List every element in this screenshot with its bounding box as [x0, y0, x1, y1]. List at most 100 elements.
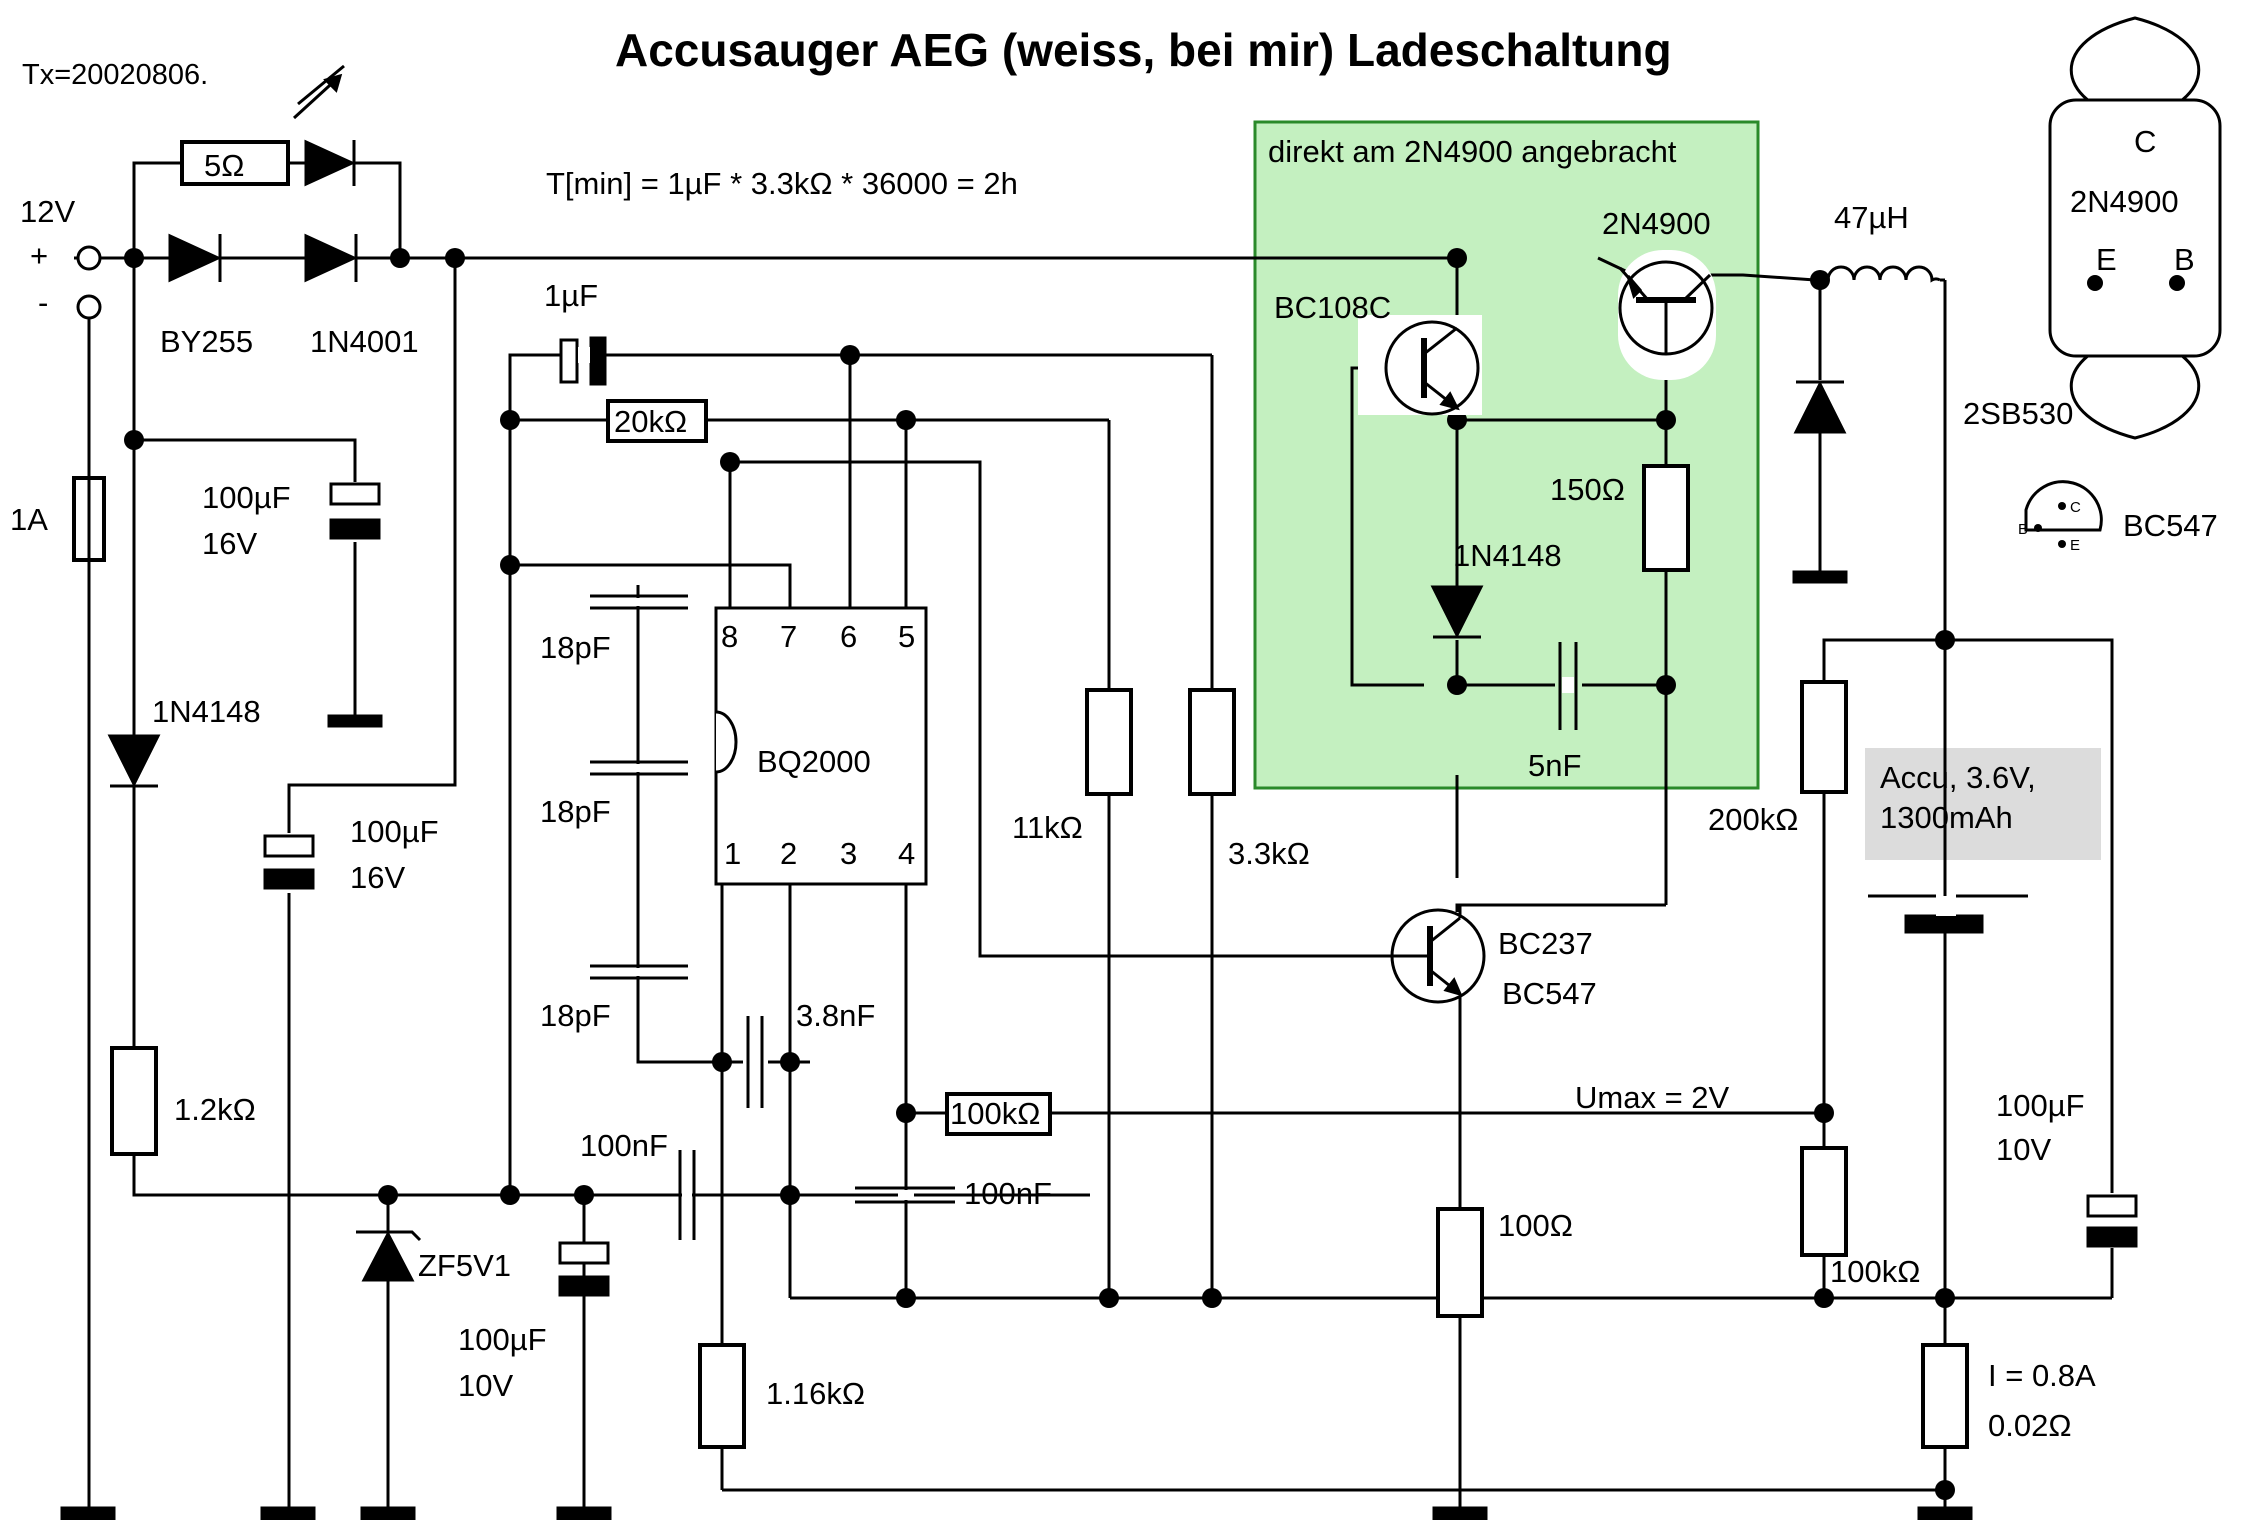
pinout-2n4900-c: C [2134, 124, 2156, 159]
label-r1k16: 1.16kΩ [766, 1376, 865, 1411]
highlight-caption: direkt am 2N4900 angebracht [1268, 134, 1677, 169]
resistor-100k-horizontal [945, 1092, 1052, 1136]
diode-1n4148-left [107, 734, 161, 788]
diagram-title: Accusauger AEG (weiss, bei mir) Ladescha… [615, 24, 1672, 76]
resistor-150 [1642, 464, 1690, 572]
label-r150: 150Ω [1550, 472, 1625, 507]
label-c100n-1: 100nF [580, 1128, 668, 1163]
ground-symbols [60, 570, 1973, 1520]
resistor-3k3 [1188, 688, 1236, 796]
transistor-bc237 [1386, 905, 1486, 1004]
label-c100u-d: 100µF [1996, 1088, 2085, 1123]
label-fuse: 1A [10, 502, 48, 537]
resistor-100 [1436, 1207, 1484, 1318]
pinout-bc547-b: B [2018, 521, 2028, 538]
capacitor-18pf-1 [590, 594, 688, 610]
label-r5: 5Ω [204, 148, 244, 183]
capacitors [263, 336, 2138, 1297]
capacitor-1uf [559, 338, 579, 384]
label-c100n-2: 100nF [964, 1176, 1052, 1211]
label-c18p-2: 18pF [540, 794, 611, 829]
label-c100u-c: 100µF [458, 1322, 547, 1357]
supply-minus-label: - [38, 285, 48, 320]
ic-pin-2: 2 [780, 836, 797, 871]
ic-pin-5: 5 [898, 619, 915, 654]
pinout-2n4900-e: E [2096, 242, 2117, 277]
capacitor-100nf-shunt [855, 1186, 955, 1204]
label-c1u: 1µF [544, 278, 598, 313]
label-r1k2: 1.2kΩ [174, 1092, 256, 1127]
highlight-box [1253, 120, 1760, 790]
transistor-2n4900 [1618, 260, 1714, 356]
revision-label: Tx=20020806. [22, 59, 208, 91]
resistor-1k2 [110, 1046, 158, 1156]
capacitor-5nf [1558, 642, 1578, 730]
label-bc237: BC237 [1498, 926, 1593, 961]
battery-note-box [1865, 748, 2101, 860]
ic-pin-7: 7 [780, 619, 797, 654]
transistor-bc108c [1384, 320, 1480, 416]
pinout-bc547-part: BC547 [2123, 508, 2218, 543]
diode-1n4148-box [1430, 585, 1484, 639]
label-2n4900: 2N4900 [1602, 206, 1711, 241]
capacitor-100uf-16v-upper [329, 482, 381, 506]
supply-plus-terminal [76, 245, 102, 271]
label-c100u-c-v: 10V [458, 1368, 513, 1403]
label-c3n8: 3.8nF [796, 998, 875, 1033]
capacitor-100nf-series [678, 1150, 696, 1240]
freewheel-diode [1793, 380, 1847, 434]
current-label: I = 0.8A [1988, 1358, 2096, 1393]
label-l47u: 47µH [1834, 200, 1909, 235]
resistor-shunt [1921, 1343, 1969, 1449]
capacitor-100uf-16v-lower [263, 834, 315, 858]
resistor-5ohm [180, 140, 290, 186]
pinout-bc547-c: C [2070, 499, 2081, 516]
capacitor-18pf-3 [590, 964, 688, 980]
label-r3k3: 3.3kΩ [1228, 836, 1310, 871]
umax-label: Umax = 2V [1575, 1080, 1730, 1115]
label-c100u-d-v: 10V [1996, 1132, 2051, 1167]
diode-1n4001 [304, 233, 358, 283]
led [304, 139, 356, 187]
bq2000-ic [714, 606, 928, 886]
capacitor-3n8f [746, 1016, 764, 1108]
label-zener: ZF5V1 [418, 1248, 511, 1283]
supply-voltage: 12V [20, 194, 75, 229]
resistor-100k-vertical [1800, 1146, 1848, 1257]
pinout-2n4900-b: B [2174, 242, 2195, 277]
label-c100u-b-v: 16V [350, 860, 405, 895]
pinout-2n4900-part: 2N4900 [2070, 184, 2179, 219]
label-c18p-1: 18pF [540, 630, 611, 665]
resistor-20k [606, 399, 708, 443]
label-r100k-v: 100kΩ [1830, 1254, 1920, 1289]
label-c100u-a-v: 16V [202, 526, 257, 561]
label-c18p-3: 18pF [540, 998, 611, 1033]
label-r20k: 20kΩ [614, 404, 687, 439]
label-1n4001: 1N4001 [310, 324, 419, 359]
resistor-1k16 [698, 1343, 746, 1449]
pinout-2n4900 [2048, 16, 2222, 440]
junction-dots [124, 248, 1955, 1500]
timing-formula: T[min] = 1µF * 3.3kΩ * 36000 = 2h [546, 166, 1018, 201]
inductor-47uh [1826, 265, 1941, 283]
ic-pin-1: 1 [724, 836, 741, 871]
pinout-2n4900-alt: 2SB530 [1963, 396, 2073, 431]
capacitor-100uf-10v-left [558, 1241, 610, 1265]
label-bc547: BC547 [1502, 976, 1597, 1011]
label-c100u-a: 100µF [202, 480, 291, 515]
capacitor-18pf-2 [590, 760, 688, 776]
label-r200k: 200kΩ [1708, 802, 1798, 837]
label-by255: BY255 [160, 324, 253, 359]
label-bc108c: BC108C [1274, 290, 1391, 325]
shunt-label: 0.02Ω [1988, 1408, 2072, 1443]
label-r11k: 11kΩ [1012, 810, 1083, 845]
resistors [72, 140, 1969, 1449]
supply-plus-label: + [30, 238, 48, 273]
ic-pin-8: 8 [721, 619, 738, 654]
label-r100k-h: 100kΩ [950, 1096, 1040, 1131]
pinout-bc547-e: E [2070, 537, 2080, 554]
pinout-bc547 [2024, 480, 2103, 548]
diodes [107, 64, 1847, 1282]
label-1n4148-left: 1N4148 [152, 694, 261, 729]
